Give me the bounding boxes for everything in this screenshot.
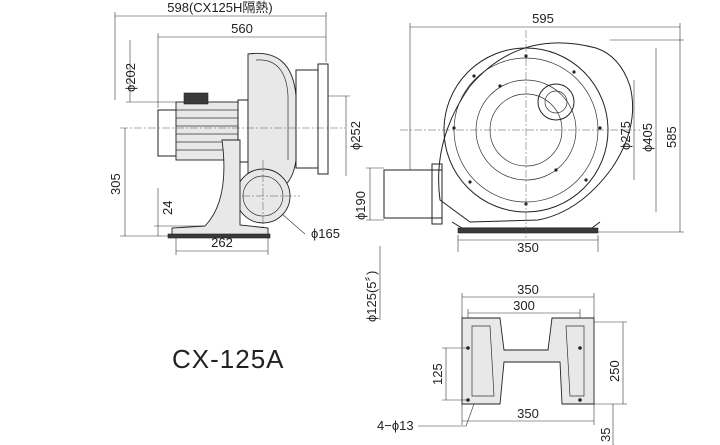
terminal-box: [183, 92, 209, 105]
dim-base-inner-height: 125: [430, 363, 445, 385]
side-view: 598(CX125H隔熱) 560 ϕ202 305 24 262 ϕ165: [108, 0, 345, 255]
dim-front-height: 585: [664, 126, 679, 148]
dim-motor-dia: ϕ202: [123, 63, 138, 92]
dim-housing-dia: ϕ405: [640, 123, 655, 152]
dim-base-width-top: 350: [517, 282, 539, 297]
dim-body-length: 560: [231, 21, 253, 36]
dim-base-height: 24: [160, 201, 175, 215]
dim-outlet-flange-dia: ϕ252: [348, 121, 363, 150]
scroll-housing: [438, 42, 634, 223]
dim-front-width: 595: [532, 11, 554, 26]
front-base: [457, 227, 599, 234]
outlet-pipe: [383, 169, 443, 219]
model-title: CX-125A: [172, 344, 285, 374]
dim-outlet-pipe: ϕ125(5〞): [364, 271, 379, 322]
dim-hole-spacing: 300: [513, 298, 535, 313]
front-view: 595 585 ϕ405 ϕ275 ϕ252 ϕ190 ϕ125(5〞) 350: [328, 11, 684, 322]
bolt-holes-front: [452, 54, 602, 206]
outlet-flange: [317, 63, 329, 175]
dim-overall-length: 598(CX125H隔熱): [167, 0, 273, 15]
base-plate: [461, 317, 595, 405]
motor-end-cap: [157, 109, 179, 157]
dim-inlet-dia: ϕ165: [311, 226, 340, 241]
dim-base-height-total: 250: [607, 360, 622, 382]
dim-outlet-height: ϕ190: [353, 191, 368, 220]
dim-foot-height: 35: [598, 428, 613, 442]
dim-base-width-bottom: 350: [517, 406, 539, 421]
dim-holes: 4−ϕ13: [377, 418, 414, 433]
outlet-flange-front: [431, 163, 443, 225]
motor-boss: [537, 83, 575, 121]
base-view: 350 300 350 250 125 35 4−ϕ13: [377, 282, 627, 445]
dim-inner-dia: ϕ275: [618, 121, 633, 150]
dim-height: 305: [108, 173, 123, 195]
outlet-duct: [295, 69, 319, 169]
dim-front-base-width: 350: [517, 240, 539, 255]
dim-base-width: 262: [211, 235, 233, 250]
stand: [171, 139, 269, 237]
